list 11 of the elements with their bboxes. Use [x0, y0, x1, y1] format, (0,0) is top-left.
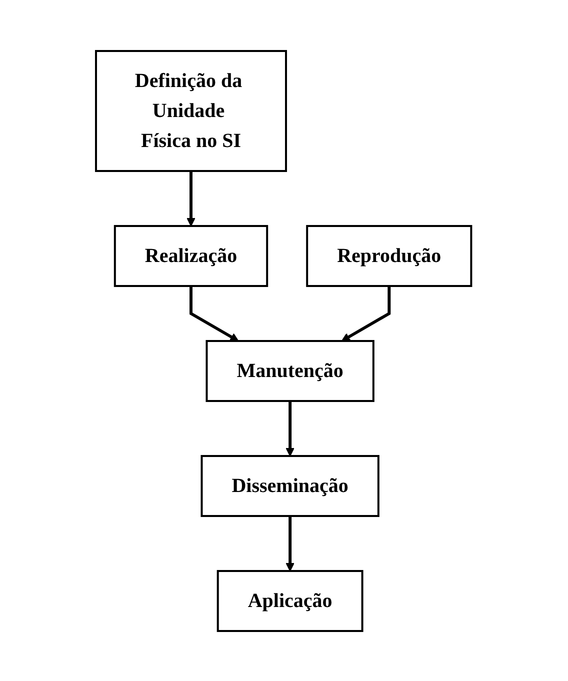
arrow: [187, 170, 196, 226]
node-box: Definição da Unidade Física no SI: [95, 50, 288, 172]
node-box: Aplicação: [217, 570, 364, 632]
node-box: Disseminação: [201, 454, 380, 516]
arrow: [286, 400, 295, 456]
node-box: Reprodução: [306, 224, 473, 286]
arrow: [190, 286, 240, 341]
arrow: [286, 516, 295, 571]
node-box: Realização: [114, 224, 268, 286]
arrow: [342, 286, 392, 341]
node-box: Manutenção: [206, 340, 375, 402]
